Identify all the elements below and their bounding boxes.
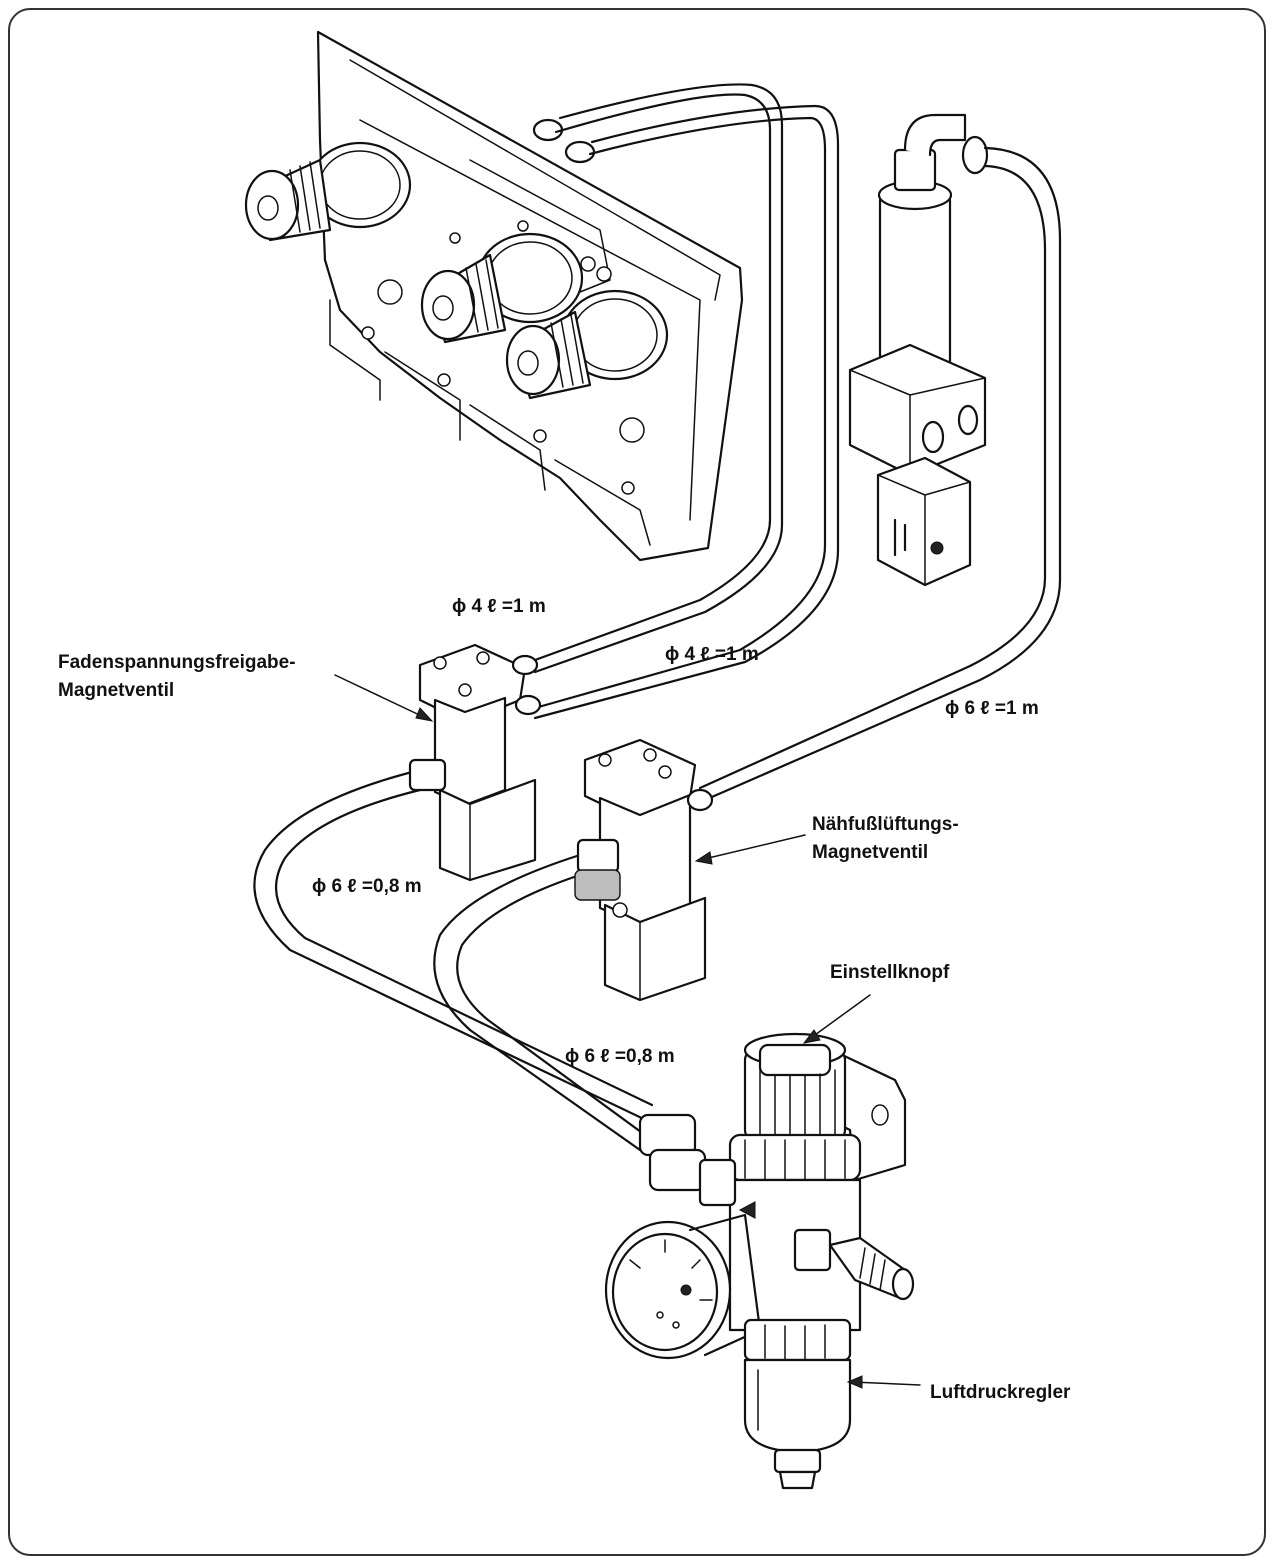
tension-plate-assembly [244, 30, 744, 562]
tube-e-label: ϕ 6 ℓ =0,8 m [565, 1046, 675, 1067]
thread-release-valve [408, 643, 542, 882]
presser-lift-valve-label-line1: Nähfußlüftungs- [812, 814, 959, 835]
tension-knob-1 [244, 141, 412, 242]
air-cylinder [848, 113, 989, 587]
presser-lift-valve-label-line2: Magnetventil [812, 842, 928, 863]
pressure-gauge [604, 1213, 762, 1360]
text-labels: Fadenspannungsfreigabe- Magnetventil Näh… [58, 596, 1071, 1403]
thread-release-valve-label-line2: Magnetventil [58, 680, 174, 701]
thread-release-valve-label-line1: Fadenspannungsfreigabe- [58, 652, 296, 673]
tube-b-label: ϕ 4 ℓ =1 m [665, 644, 759, 665]
tension-knob-2 [420, 232, 584, 344]
air-tubes [253, 83, 1062, 1152]
tube-a-label: ϕ 4 ℓ =1 m [452, 596, 546, 617]
leader-lines [334, 674, 921, 1389]
air-regulator [604, 1032, 915, 1490]
adjust-knob-label: Einstellknopf [830, 962, 950, 983]
adjust-knob [743, 1032, 847, 1142]
tube-d-label: ϕ 6 ℓ =0,8 m [312, 876, 422, 897]
air-regulator-label: Luftdruckregler [930, 1382, 1071, 1403]
tube-c-label: ϕ 6 ℓ =1 m [945, 698, 1039, 719]
presser-lift-valve [574, 738, 714, 1002]
tension-knob-3 [505, 289, 669, 400]
